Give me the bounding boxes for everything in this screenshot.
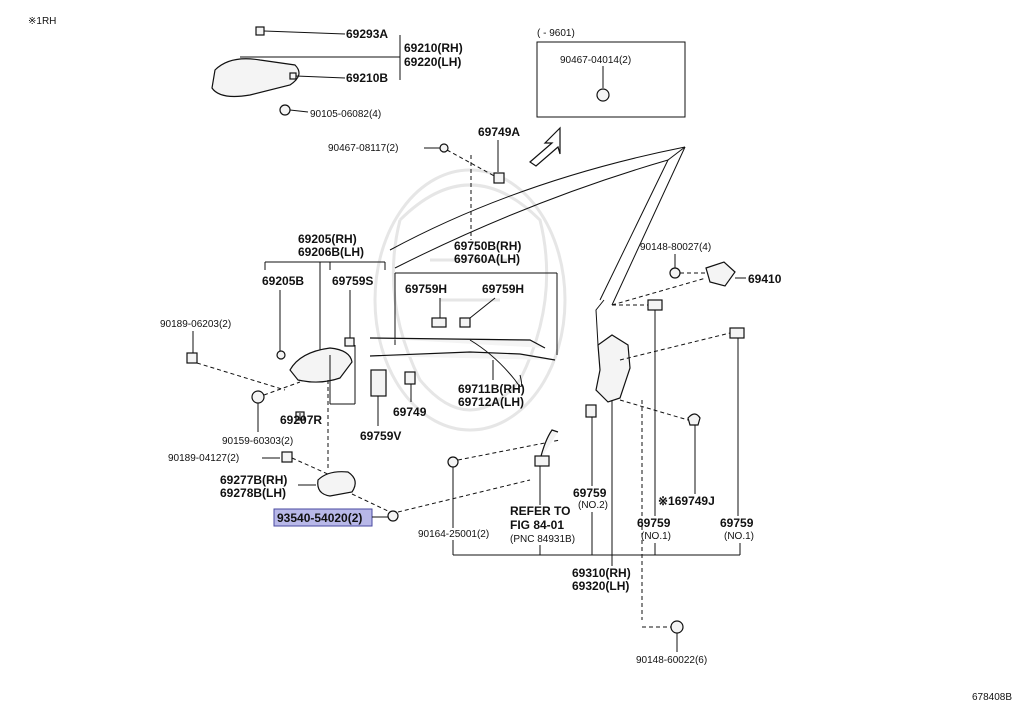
label-90164: 90164-25001(2) [418,529,489,540]
clip-69749j[interactable] [687,413,701,426]
label-no1-b: (NO.1) [724,531,754,542]
bolt-90148-60022[interactable] [670,620,684,634]
label-69749j: ※169749J [658,494,715,508]
screw-69210b[interactable] [289,72,297,80]
rod-69750b[interactable] [369,337,546,349]
label-69220-lh: 69220(LH) [404,55,461,69]
label-69206b-lh: 69206B(LH) [298,245,364,259]
clip-69205b[interactable] [276,350,286,360]
label-90105: 90105-06082(4) [310,109,381,120]
label-69310-rh: 69310(RH) [572,566,631,580]
screw-90159[interactable] [251,390,265,404]
label-69759v: 69759V [360,429,401,443]
refer-group: 90164-25001(2) REFER TO FIG 84-01 (PNC 8… [418,429,575,545]
clip-69759h-left[interactable] [431,317,447,328]
label-no1-a: (NO.1) [641,531,671,542]
clip-69759-no2[interactable] [585,404,597,418]
direction-arrow-icon [529,126,561,167]
clip-group-69749: 69749 69759V [360,369,427,443]
lock-69310[interactable] [595,334,631,403]
label-69711b-rh: 69711B(RH) [458,382,525,396]
label-69210-rh: 69210(RH) [404,41,463,55]
label-69205-rh: 69205(RH) [298,232,357,246]
label-69712a-lh: 69712A(LH) [458,395,524,409]
rod-69711b[interactable] [369,351,556,361]
clip-90467-08117[interactable] [439,143,449,153]
outside-handle-part[interactable] [211,58,300,98]
refer-line-2: FIG 84-01 [510,518,564,532]
outside-handle-group: 69293A 69210(RH) 69220(LH) 69210B 90105-… [211,26,463,120]
label-69293a: 69293A [346,27,388,41]
bolt-90105[interactable] [279,104,291,116]
clip-69759-no1-b[interactable] [729,327,745,339]
label-no2: (NO.2) [578,500,608,511]
bezel-group: 90189-04127(2) 69277B(RH) 69278B(LH) [168,380,391,513]
bolt-90148-80027[interactable] [669,267,681,279]
label-69749a: 69749A [478,125,520,139]
screw-90164[interactable] [447,456,459,468]
label-69759s: 69759S [332,274,373,288]
screw-93540[interactable] [387,510,399,522]
clip-group-90189-06203: 90189-06203(2) [160,319,286,391]
label-69320-lh: 69320(LH) [572,579,629,593]
clip-69293a[interactable] [255,26,265,36]
rod-group: 69750B(RH) 69760A(LH) 69759H 69759H 6971… [369,239,558,409]
connector-part[interactable] [534,455,550,467]
striker-69410[interactable] [705,261,736,287]
inset-header: ( - 9601) [537,28,575,39]
label-69759h-left: 69759H [405,282,447,296]
diagram-id: 678408B [972,692,1012,703]
label-90148-60022: 90148-60022(6) [636,655,707,666]
label-90467-08117: 90467-08117(2) [328,143,398,154]
label-93540: 93540-54020(2) [277,511,362,525]
refer-line-1: REFER TO [510,504,570,518]
inset-box: ( - 9601) 90467-04014(2) [536,28,686,118]
corner-note: ※1RH [28,16,56,27]
label-90148-80027: 90148-80027(4) [640,242,711,253]
highlighted-part-group: 93540-54020(2) [273,479,531,527]
label-90189-04127: 90189-04127(2) [168,453,239,464]
label-69759-no1-b: 69759 [720,516,754,530]
refer-line-3: (PNC 84931B) [510,534,575,545]
clip-69749a[interactable] [493,172,505,184]
screw-group-90159: 90159-60303(2) [222,381,301,447]
clip-69749[interactable] [404,371,416,385]
label-90159: 90159-60303(2) [222,436,293,447]
inset-part-label: 90467-04014(2) [560,55,631,66]
label-90189-06203: 90189-06203(2) [160,319,231,330]
label-69210b: 69210B [346,71,388,85]
inside-handle-group: 69205(RH) 69206B(LH) 69205B 69759S 69207… [262,232,386,427]
clip-90189-04127[interactable] [281,451,293,463]
inside-handle-part[interactable] [289,347,353,383]
clip-69759h-right[interactable] [459,317,471,328]
label-69760a-lh: 69760A(LH) [454,252,520,266]
clip-69759-no1-a[interactable] [647,299,663,311]
label-69277b-rh: 69277B(RH) [220,473,287,487]
label-69278b-lh: 69278B(LH) [220,486,286,500]
label-69759-no2: 69759 [573,486,607,500]
hinge-group-69410: 90148-80027(4) 69410 [611,242,782,306]
bottom-labels: 69759 (NO.2) ※169749J 69759 (NO.1) 69759… [452,486,754,666]
handle-bezel-69277b[interactable] [317,471,356,497]
label-69759-no1-a: 69759 [637,516,671,530]
label-69207r: 69207R [280,413,322,427]
label-69750b-rh: 69750B(RH) [454,239,521,253]
cushion-69759v[interactable] [370,369,387,397]
label-69205b: 69205B [262,274,304,288]
door-frame-outline [389,146,686,306]
clip-69759s[interactable] [344,337,355,347]
clip-90189-06203[interactable] [186,352,198,364]
lock-assembly [585,299,745,620]
label-69749: 69749 [393,405,427,419]
screw-90467-04014[interactable] [596,88,610,102]
clip-group-69749a: 90467-08117(2) 69749A [328,125,520,240]
label-69759h-right: 69759H [482,282,524,296]
label-69410: 69410 [748,272,782,286]
